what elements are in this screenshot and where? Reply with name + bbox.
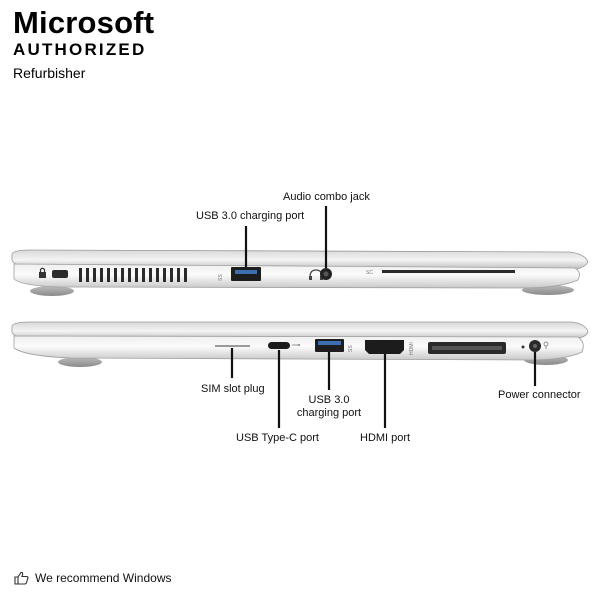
power-led (521, 345, 525, 349)
brand-badge: AUTHORIZED (13, 40, 147, 59)
audio-jack-label: Audio combo jack (283, 191, 370, 203)
power-plug-icon (543, 341, 549, 349)
footer-text: We recommend Windows (35, 571, 172, 585)
refurbisher-logo: Microsoft AUTHORIZED Refurbisher (13, 5, 155, 82)
ss-mark: SS (348, 345, 354, 352)
ss-mark: SS (218, 274, 224, 281)
usb-bottom-label-line2: charging port (296, 407, 362, 419)
usb-3-port-top (231, 267, 261, 281)
rubber-foot (58, 357, 102, 367)
usb-c-mark-icon (292, 344, 300, 346)
hdmi-port (365, 340, 404, 354)
hdmi-label: HDMI port (360, 432, 411, 444)
windows-recommendation: We recommend Windows (14, 571, 172, 585)
thumbs-up-icon (14, 571, 29, 585)
brand-name: Microsoft (13, 5, 155, 40)
laptop-left-side: SS SC (11, 249, 589, 296)
callout-lines (230, 206, 537, 428)
sim-slot (215, 345, 250, 347)
lock-icon (39, 267, 46, 278)
hdmi-mark: HDMI (409, 342, 415, 355)
usb-c-label: USB Type-C port (236, 432, 319, 444)
sc-mark: SC (366, 270, 373, 276)
usb-c-port (268, 342, 290, 349)
rubber-foot (30, 286, 74, 296)
laptop-right-side: SS HDMI (11, 321, 589, 367)
brand-role: Refurbisher (13, 65, 86, 81)
security-lock-slot (52, 270, 68, 278)
usb-3-port-bottom (315, 339, 344, 352)
usb-top-label: USB 3.0 charging port (196, 210, 305, 222)
docking-connector (428, 342, 506, 354)
sd-card-slot (382, 270, 515, 273)
power-label: Power connector (498, 389, 581, 401)
vent-grille (79, 268, 187, 282)
usb-bottom-label: USB 3.0 charging port (297, 394, 361, 420)
sim-slot-label: SIM slot plug (201, 383, 265, 395)
usb-bottom-label-line1: USB 3.0 (308, 394, 350, 406)
